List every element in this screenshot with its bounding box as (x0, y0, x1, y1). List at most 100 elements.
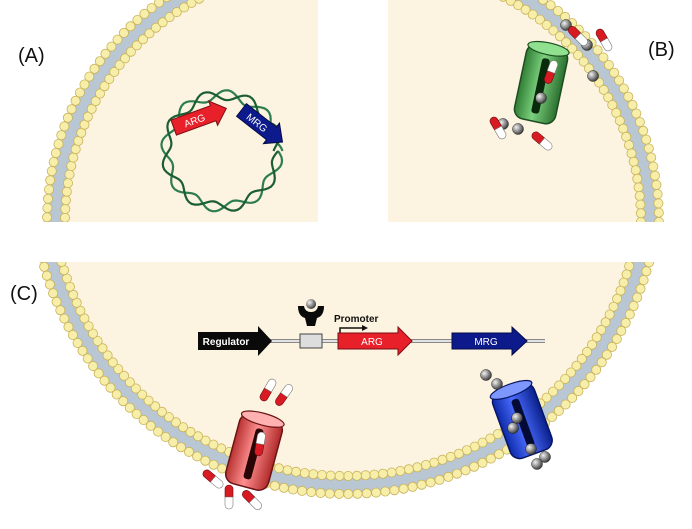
lipid-head-outer (72, 337, 83, 348)
lipid-head-inner (109, 66, 120, 77)
regulator-protein-icon (298, 299, 324, 326)
lipid-head-outer (106, 41, 117, 52)
operon-arg-label: ARG (361, 337, 383, 348)
lipid-head-inner (113, 364, 124, 375)
lipid-head-outer (334, 488, 345, 499)
lipid-head-outer (584, 227, 593, 236)
lipid-head-inner (86, 103, 97, 114)
lipid-head-inner (334, 470, 345, 481)
lipid-head-outer (451, 468, 462, 479)
lipid-head-inner (144, 28, 155, 39)
lipid-head-inner (377, 468, 388, 479)
lipid-head-inner (61, 273, 72, 284)
lipid-head-outer (46, 166, 57, 177)
lipid-head-outer (131, 408, 142, 419)
lipid-head-inner (90, 96, 101, 107)
lipid-head-outer (94, 56, 105, 67)
lipid-head-inner (582, 4, 591, 13)
lipid-head-outer (631, 108, 642, 119)
lipid-head-inner (108, 0, 117, 2)
lipid-head-inner (351, 470, 362, 481)
lipid-head-outer (111, 389, 122, 400)
lipid-head-inner (576, 353, 587, 364)
metal-ion-sphere-icon (512, 123, 524, 135)
lipid-head-outer (620, 317, 631, 328)
regulator-label: Regulator (203, 337, 250, 348)
lipid-head-outer (269, 480, 280, 491)
lipid-head-inner (534, 14, 545, 25)
lipid-head-outer (425, 477, 436, 488)
panel-b-cell (114, 0, 664, 485)
lipid-head-outer (407, 481, 418, 492)
lipid-head-outer (635, 317, 644, 326)
lipid-head-inner (137, 389, 148, 400)
molecules-layer (202, 19, 613, 510)
lipid-head-inner (629, 245, 638, 254)
lipid-head-inner (103, 0, 112, 9)
operon-mrg-gene: MRG (451, 325, 528, 357)
lipid-head-inner (403, 464, 414, 475)
lipid-head-outer (648, 161, 659, 172)
lipid-head-outer (587, 396, 596, 405)
lipid-head-inner (325, 470, 336, 481)
lipid-head-inner (171, 7, 182, 18)
lipid-head-outer (644, 291, 653, 300)
lipid-head-outer (183, 446, 194, 457)
lipid-head-outer (601, 349, 612, 360)
lipid-head-inner (629, 262, 635, 263)
lipid-head-outer (464, 476, 473, 485)
cytoplasm (64, 262, 628, 473)
lipid-head-inner (603, 92, 614, 103)
lipid-head-inner (635, 243, 644, 252)
lipid-head-inner (170, 417, 181, 428)
lipid-head-outer (627, 100, 638, 111)
capsule-icon (595, 28, 613, 52)
lipid-head-outer (30, 217, 39, 226)
lipid-head-outer (28, 162, 37, 171)
lipid-head-inner (62, 221, 68, 222)
lipid-head-outer (82, 353, 93, 364)
lipid-head-outer (43, 241, 52, 250)
lipid-head-inner (630, 165, 641, 176)
lipid-head-outer (477, 457, 488, 468)
lipid-head-outer (59, 313, 70, 324)
lipid-head-inner (60, 85, 69, 94)
capsule-icon (254, 431, 266, 457)
lipid-head-outer (380, 486, 391, 497)
lipid-head-outer (39, 262, 50, 272)
lipid-head-outer (584, 236, 593, 245)
lipid-head-outer (632, 326, 641, 335)
lipid-head-outer (611, 333, 622, 344)
lipid-head-inner (282, 465, 293, 476)
lipid-head-outer (208, 459, 219, 470)
lipid-head-inner (132, 248, 141, 257)
capsule-icon (568, 26, 588, 46)
lipid-head-outer (153, 426, 164, 437)
lipid-head-outer (643, 143, 654, 154)
lipid-head-outer (78, 5, 87, 14)
lipid-head-outer (114, 250, 123, 259)
lipid-head-inner (633, 182, 644, 193)
lipid-head-inner (68, 152, 79, 163)
lipid-head-inner (51, 119, 60, 128)
lipid-head-outer (200, 455, 211, 466)
lipid-head-inner (437, 454, 448, 465)
lipid-head-outer (37, 98, 46, 107)
lipid-head-inner (541, 392, 552, 403)
lipid-head-inner (565, 367, 576, 378)
lipid-head-outer (636, 67, 645, 76)
lipid-head-outer (629, 49, 638, 58)
lipid-head-outer (598, 52, 609, 63)
promoter-label: Promoter (334, 314, 379, 325)
lipid-head-outer (124, 402, 135, 413)
lipid-head-inner (192, 431, 203, 442)
lipid-head-inner (632, 173, 643, 184)
lipid-head-outer (44, 279, 55, 290)
lipid-head-outer (646, 152, 657, 163)
lipid-head-inner (137, 34, 148, 45)
lipid-head-outer (28, 199, 37, 208)
lipid-head-inner (60, 203, 71, 214)
lipid-head-outer (583, 245, 592, 254)
lipid-head-outer (612, 16, 621, 25)
lipid-head-inner (520, 4, 531, 15)
